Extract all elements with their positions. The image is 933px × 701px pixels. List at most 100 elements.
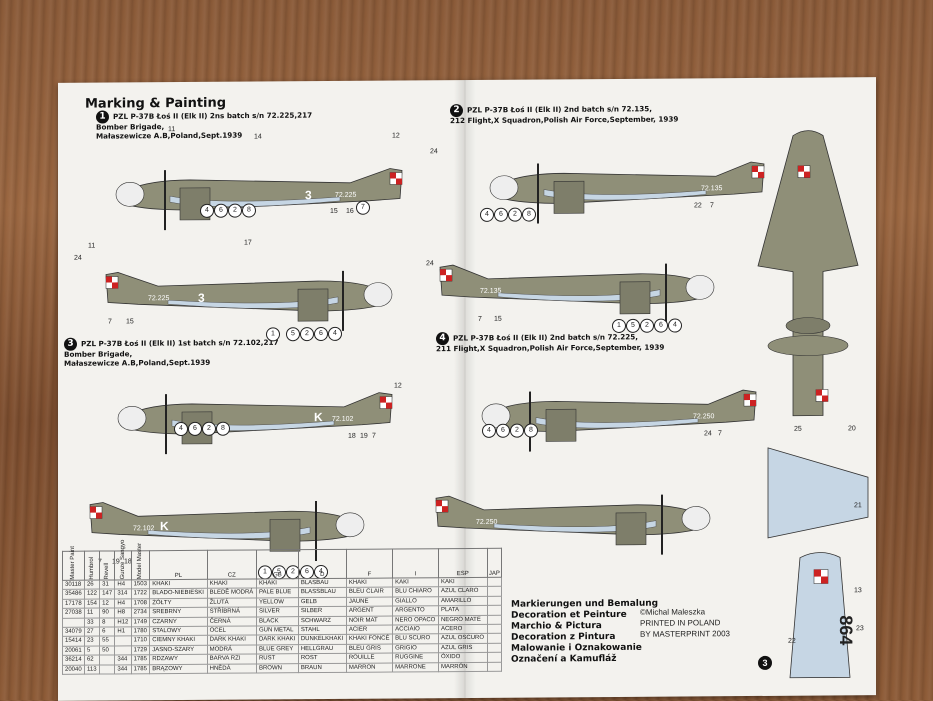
table-cell: YELLOW: [256, 597, 299, 608]
callout: 1: [612, 318, 626, 333]
table-cell: 122: [84, 589, 100, 599]
table-cell: [114, 645, 132, 656]
table-cell: 1749: [131, 617, 150, 627]
page-number: 3: [758, 655, 772, 670]
table-cell: BLADO-NIEBIESKI: [149, 588, 208, 599]
table-cell: 113: [84, 664, 100, 675]
callout: 4: [328, 326, 342, 341]
table-cell: 17178: [62, 598, 85, 609]
table-cell: KAKI: [392, 577, 439, 588]
column-header: PL: [149, 550, 208, 580]
table-cell: 1780: [131, 626, 150, 637]
title-pl: Malowanie i Oznakowanie: [511, 642, 642, 654]
callout: 2: [228, 203, 242, 218]
serial-number: 72.102: [133, 525, 155, 532]
callout: 6: [214, 203, 228, 218]
table-cell: SREBRNY: [149, 607, 208, 618]
table-cell: 147: [99, 589, 115, 599]
callout: 5: [626, 318, 640, 333]
callout: 4: [482, 423, 496, 438]
table-cell: MARRÓN: [438, 662, 488, 672]
callout: 7: [356, 200, 370, 215]
table-cell: AZUL GRIS: [438, 643, 488, 653]
callout: 7: [108, 318, 112, 326]
table-cell: STAHL: [298, 625, 347, 636]
callout: 21: [854, 502, 862, 510]
table-cell: JAUNE: [346, 596, 393, 607]
table-cell: [487, 586, 502, 597]
table-cell: JASNO-SZARY: [149, 645, 208, 655]
column-header: ESP: [438, 548, 488, 578]
aircraft-side-view-2-left: 72.135: [439, 263, 715, 324]
table-cell: AZUL CLARO: [438, 586, 488, 597]
table-cell: 15414: [62, 636, 85, 647]
table-cell: PALE BLUE: [256, 588, 299, 598]
table-cell: 26: [84, 580, 100, 590]
table-cell: ACCIAIO: [392, 624, 439, 635]
table-cell: 30118: [62, 580, 85, 590]
table-cell: KHAKI: [346, 578, 393, 588]
callout: 6: [314, 326, 328, 342]
callout: 24: [426, 260, 434, 268]
table-cell: 27038: [62, 608, 85, 618]
serial-number: 72.250: [476, 519, 498, 526]
callout: 11: [168, 126, 176, 134]
callout: 6: [496, 423, 510, 438]
table-cell: 36214: [62, 655, 85, 665]
table-cell: ACIER: [346, 625, 393, 635]
table-cell: ROST: [298, 653, 347, 664]
table-cell: BLASBAU: [298, 578, 347, 589]
callout: 15: [126, 318, 134, 326]
table-cell: 1785: [131, 664, 150, 674]
aircraft-underside-wing: [767, 447, 869, 539]
table-cell: DARK KHAKI: [256, 635, 299, 645]
table-cell: BLU SCURO: [392, 634, 439, 644]
table-cell: 62: [84, 655, 100, 665]
aircraft-side-view-4-left: 72.250: [435, 494, 711, 555]
table-cell: BLEU GRIS: [346, 643, 393, 654]
callout: 24: [430, 148, 438, 156]
table-cell: BLEDĚ MODRÁ: [207, 588, 257, 599]
table-cell: AMARILLO: [438, 596, 488, 606]
callout: 16: [346, 207, 354, 215]
aircraft-top-view: [757, 130, 859, 417]
fuselage-code: 3: [305, 188, 312, 202]
table-cell: 20040: [62, 664, 85, 675]
table-cell: BLEU CLAIR: [346, 587, 393, 598]
column-header: Revell: [99, 550, 115, 581]
table-cell: [487, 624, 502, 634]
callout: 2: [510, 423, 524, 438]
credit-printer: BY MASTERPRINT 2003: [640, 629, 730, 639]
callout: 1: [266, 327, 280, 342]
table-cell: [99, 655, 115, 665]
table-cell: ÓXIDO: [438, 652, 488, 663]
table-cell: [487, 633, 502, 644]
title-de: Markierungen und Bemalung: [511, 598, 659, 610]
column-header: Model Master: [131, 543, 150, 580]
callout: 7: [478, 315, 482, 323]
callout: 14: [254, 133, 262, 141]
callout: 20: [848, 425, 856, 433]
table-cell: ACERO: [438, 624, 488, 635]
table-cell: KHAKI: [207, 578, 257, 589]
table-cell: H4: [114, 579, 132, 590]
table-cell: ŻÓŁTY: [149, 598, 208, 608]
table-cell: NEGRO MATE: [438, 614, 488, 625]
table-cell: 31: [99, 579, 115, 590]
table-cell: SCHWARZ: [298, 615, 347, 626]
callout: 7: [718, 430, 722, 438]
scheme-line-2: Małaszewicze A.B,Poland,Sept.1939: [64, 357, 211, 368]
credits: ©Michal Maleszka PRINTED IN POLAND BY MA…: [640, 606, 730, 640]
column-header: I: [392, 548, 439, 579]
callout: 4: [668, 318, 682, 333]
credit-printed: PRINTED IN POLAND: [640, 618, 721, 628]
table-header-row: Master Paint Humbrol Revell Gunze Sangyo…: [62, 540, 502, 581]
table-cell: RUGGINE: [392, 652, 439, 663]
table-cell: [487, 596, 502, 606]
table-cell: BARVA RZI: [207, 654, 257, 664]
callout: 19: [360, 432, 368, 440]
table-cell: 55: [99, 636, 115, 646]
table-cell: ARGENTO: [392, 605, 439, 616]
